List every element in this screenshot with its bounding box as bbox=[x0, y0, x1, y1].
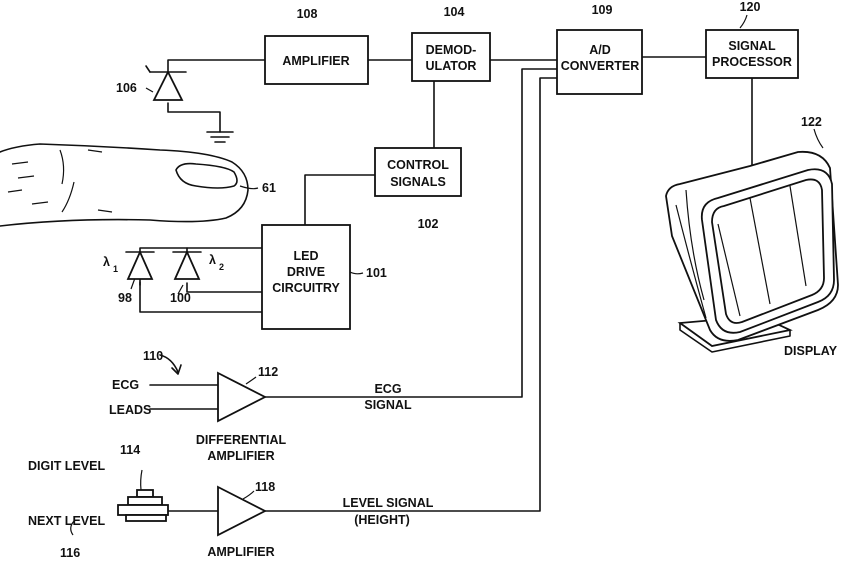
ref-101: 101 bbox=[366, 266, 387, 280]
signal-processor-box bbox=[706, 30, 798, 78]
ref-110: 110 bbox=[143, 349, 163, 363]
demodulator-box bbox=[412, 33, 490, 81]
ref-100: 100 bbox=[170, 291, 191, 305]
signal-processor-label-1: SIGNAL bbox=[728, 39, 776, 53]
lambda1-subscript: 1 bbox=[113, 264, 118, 274]
ref-116: 116 bbox=[60, 546, 80, 560]
differential-amplifier-symbol bbox=[218, 373, 265, 421]
digit-level-label: DIGIT LEVEL bbox=[28, 459, 105, 473]
differential-amplifier-label-2: AMPLIFIER bbox=[207, 449, 274, 463]
finger-illustration bbox=[0, 144, 248, 226]
signal-processor-label-2: PROCESSOR bbox=[712, 55, 792, 69]
ref-109: 109 bbox=[592, 3, 613, 17]
led-drive-label-2: DRIVE bbox=[287, 265, 325, 279]
ref-61: 61 bbox=[262, 181, 276, 195]
ad-converter-label-2: CONVERTER bbox=[561, 59, 639, 73]
ref-104: 104 bbox=[444, 5, 465, 19]
display-label: DISPLAY bbox=[784, 344, 838, 358]
level-signal-label-1: LEVEL SIGNAL bbox=[343, 496, 434, 510]
next-level-label: NEXT LEVEL bbox=[28, 514, 105, 528]
level-sensor bbox=[118, 490, 168, 521]
control-signals-label-1: CONTROL bbox=[387, 158, 449, 172]
lambda2-symbol: λ bbox=[209, 253, 216, 267]
ref-122: 122 bbox=[801, 115, 822, 129]
led-drive-label-1: LED bbox=[294, 249, 319, 263]
ref-106: 106 bbox=[116, 81, 137, 95]
ref-112: 112 bbox=[258, 365, 278, 379]
differential-amplifier-label-1: DIFFERENTIAL bbox=[196, 433, 287, 447]
level-amplifier-symbol bbox=[218, 487, 265, 535]
display-monitor bbox=[666, 152, 838, 352]
ref-114: 114 bbox=[120, 443, 140, 457]
demodulator-label-2: ULATOR bbox=[426, 59, 477, 73]
led-lambda1 bbox=[126, 252, 154, 279]
lambda1-symbol: λ bbox=[103, 255, 110, 269]
amplifier-108-label: AMPLIFIER bbox=[282, 54, 349, 68]
ecg-signal-label-2: SIGNAL bbox=[364, 398, 412, 412]
ad-converter-label-1: A/D bbox=[589, 43, 611, 57]
led-drive-label-3: CIRCUITRY bbox=[272, 281, 340, 295]
ref-98: 98 bbox=[118, 291, 132, 305]
demodulator-label-1: DEMOD- bbox=[426, 43, 477, 57]
ref-108: 108 bbox=[297, 7, 318, 21]
ref-118: 118 bbox=[255, 480, 275, 494]
lambda2-subscript: 2 bbox=[219, 262, 224, 272]
ref-102: 102 bbox=[418, 217, 439, 231]
level-signal-label-2: (HEIGHT) bbox=[354, 513, 410, 527]
level-amplifier-label: AMPLIFIER bbox=[207, 545, 274, 559]
control-signals-label-2: SIGNALS bbox=[390, 175, 446, 189]
ground-symbol bbox=[207, 132, 233, 142]
led-lambda2 bbox=[173, 252, 201, 279]
photodiode bbox=[146, 66, 186, 100]
ecg-input-label: ECG bbox=[112, 378, 139, 392]
ecg-signal-label-1: ECG bbox=[374, 382, 401, 396]
ref-120: 120 bbox=[740, 0, 761, 14]
leads-input-label: LEADS bbox=[109, 403, 151, 417]
